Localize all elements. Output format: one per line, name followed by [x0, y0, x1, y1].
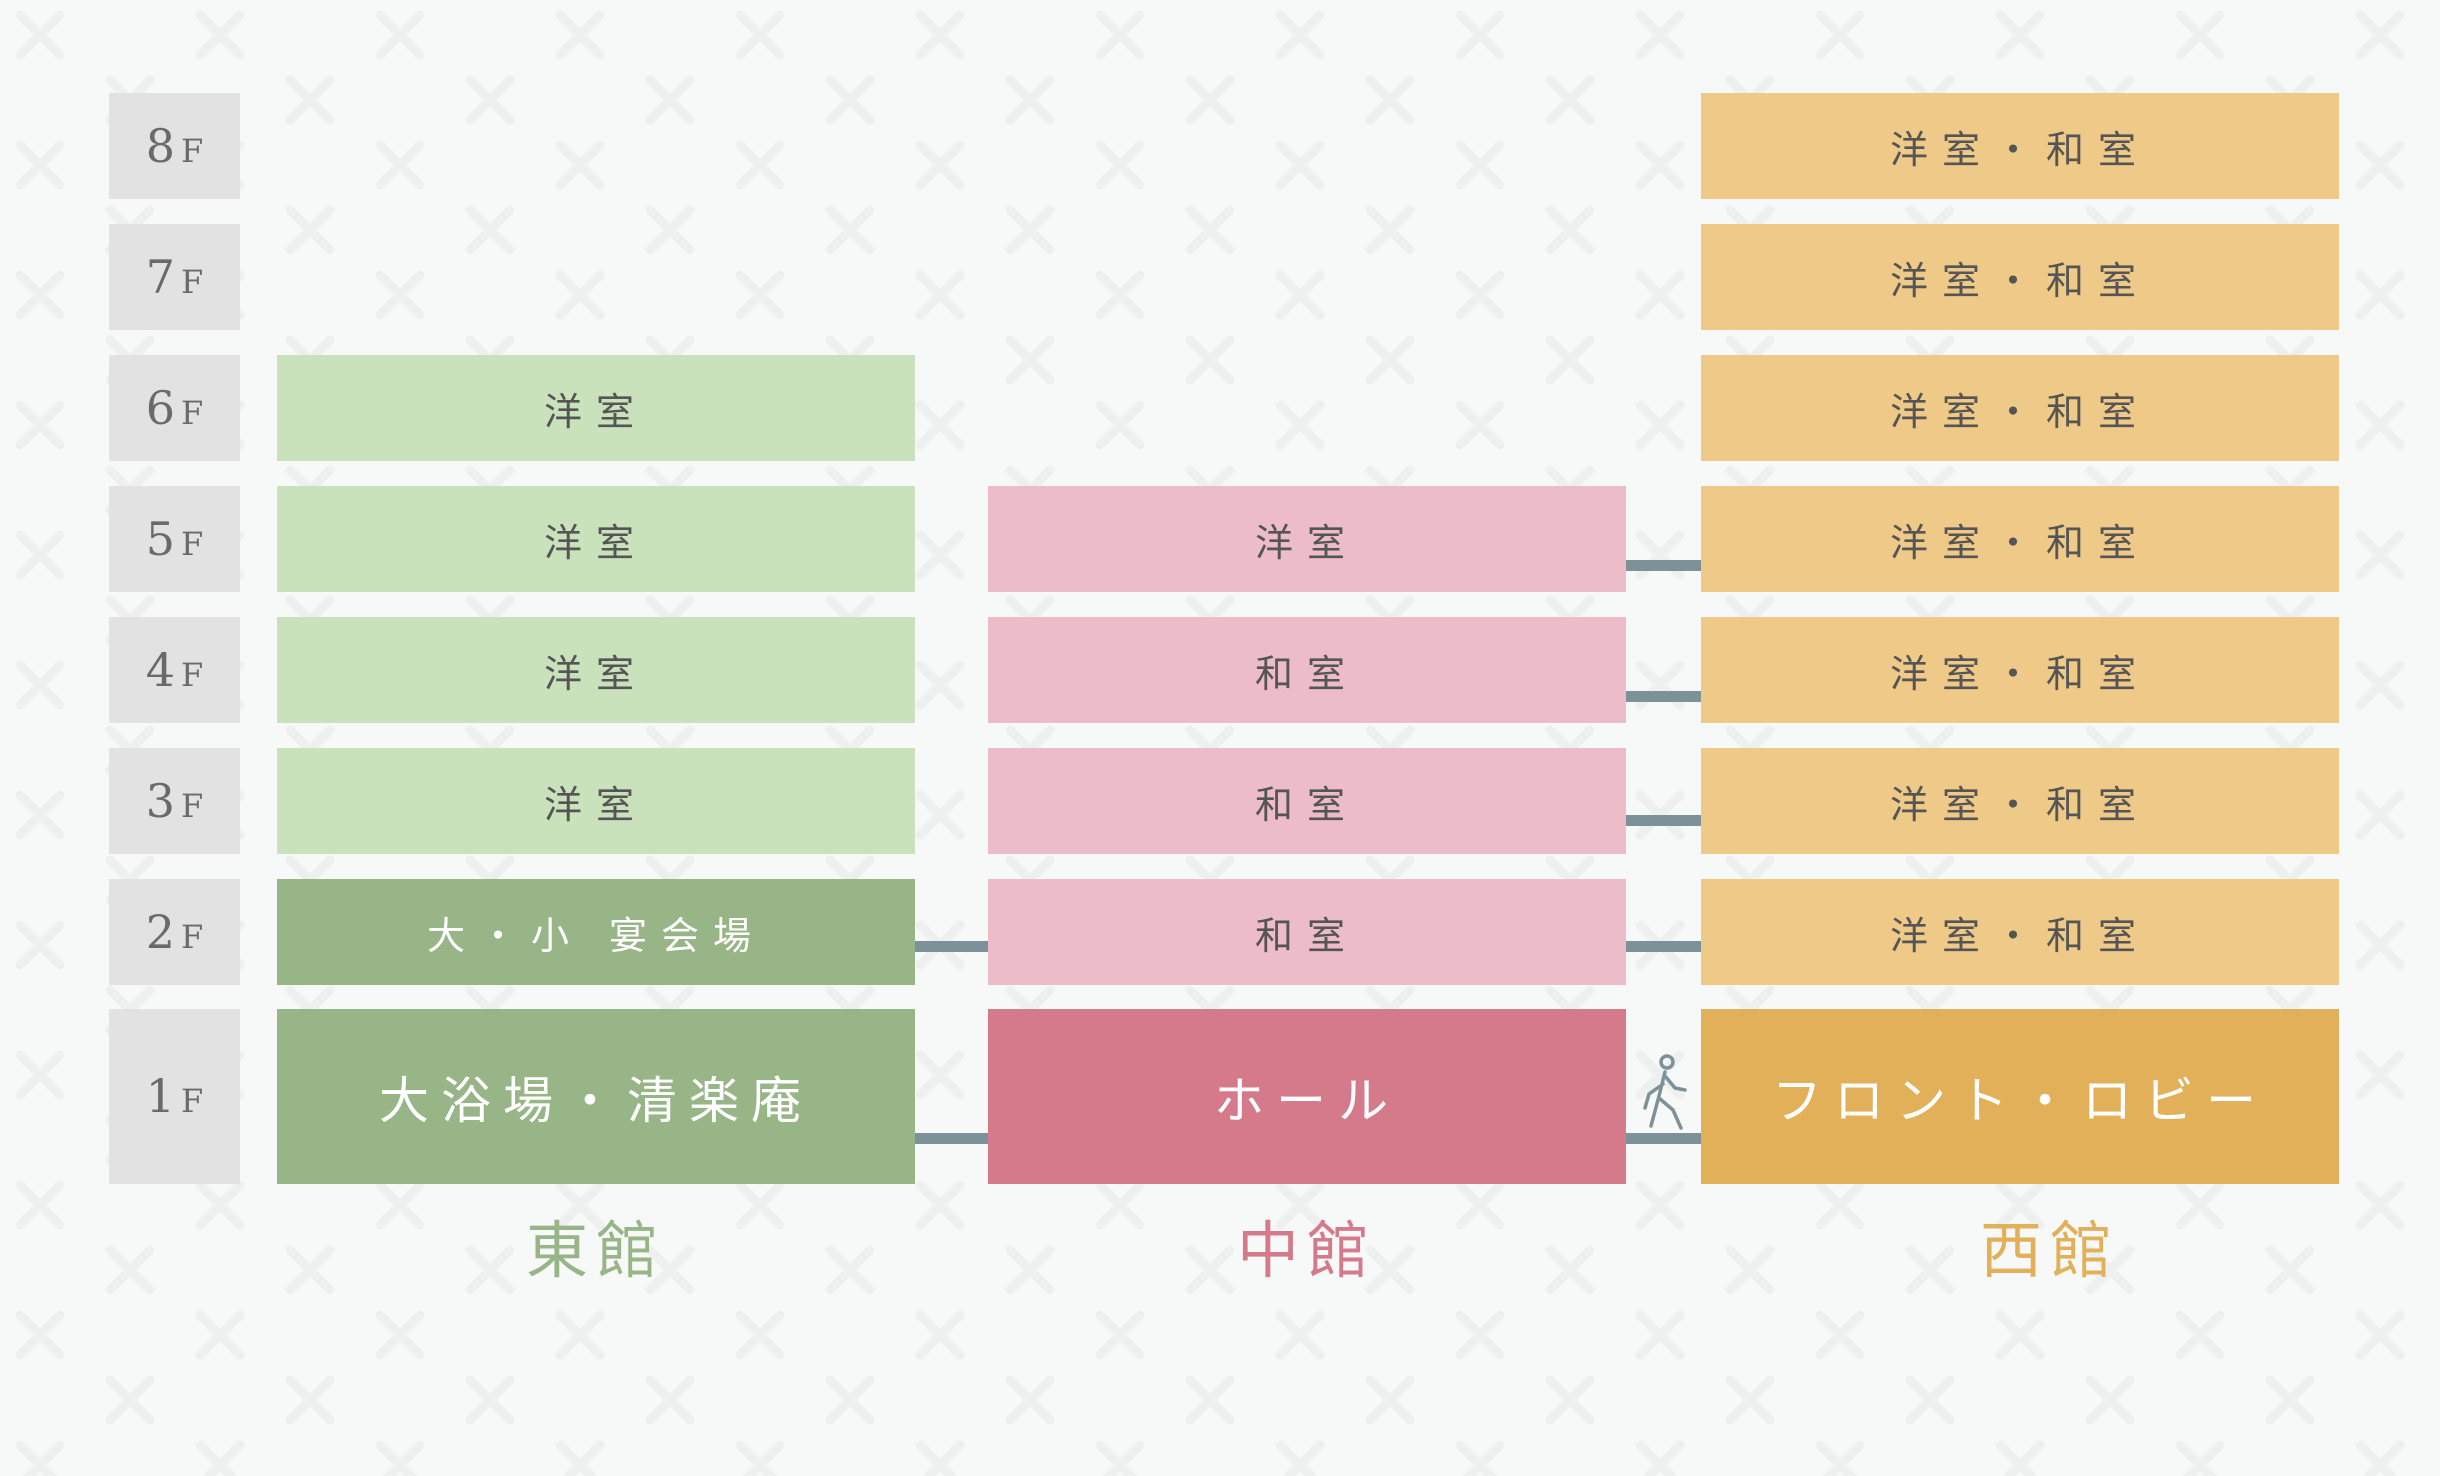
- west-building-label: 西館: [1979, 1214, 2120, 1287]
- floor-suffix: F: [181, 525, 204, 563]
- west-5f-room: 洋室・和室: [1701, 486, 2339, 592]
- floor-suffix: F: [181, 1082, 204, 1120]
- west-2f-room: 洋室・和室: [1701, 879, 2339, 985]
- middle-2f-room: 和室: [988, 879, 1626, 985]
- west-1f-lobby: フロント・ロビー: [1701, 1009, 2339, 1184]
- floor-number: 5: [145, 512, 178, 566]
- west-6f-room: 洋室・和室: [1701, 355, 2339, 461]
- walking-person-icon: [1643, 1054, 1687, 1130]
- floor-suffix: F: [181, 918, 204, 956]
- floor-suffix: F: [181, 394, 204, 432]
- east-1f-bath: 大浴場・清楽庵: [277, 1009, 915, 1184]
- connector-middle-west-4f: [1626, 691, 1701, 702]
- floor-number: 1: [145, 1069, 178, 1123]
- west-7f-room: 洋室・和室: [1701, 224, 2339, 330]
- connector-east-middle-1f: [915, 1133, 988, 1144]
- floor-number: 8: [145, 119, 178, 173]
- floor-number: 6: [145, 381, 178, 435]
- connector-middle-west-2f: [1626, 941, 1701, 952]
- floor-suffix: F: [181, 656, 204, 694]
- connector-middle-west-3f: [1626, 815, 1701, 826]
- floor-suffix: F: [181, 263, 204, 301]
- floor-number: 4: [145, 643, 178, 697]
- west-3f-room: 洋室・和室: [1701, 748, 2339, 854]
- floor-number: 2: [145, 905, 178, 959]
- connector-east-middle-2f: [915, 941, 988, 952]
- middle-4f-room: 和室: [988, 617, 1626, 723]
- floor-number: 7: [145, 250, 178, 304]
- middle-3f-room: 和室: [988, 748, 1626, 854]
- floor-suffix: F: [181, 132, 204, 170]
- middle-building-label: 中館: [1236, 1214, 1377, 1287]
- east-2f-banquet: 大・小 宴会場: [277, 879, 915, 985]
- floor-suffix: F: [181, 787, 204, 825]
- east-4f-room: 洋室: [277, 617, 915, 723]
- middle-1f-hall: ホール: [988, 1009, 1626, 1184]
- connector-middle-west-1f: [1626, 1133, 1701, 1144]
- east-6f-room: 洋室: [277, 355, 915, 461]
- west-4f-room: 洋室・和室: [1701, 617, 2339, 723]
- west-8f-room: 洋室・和室: [1701, 93, 2339, 199]
- connector-middle-west-5f: [1626, 560, 1701, 571]
- east-building-label: 東館: [525, 1214, 666, 1287]
- middle-5f-room: 洋室: [988, 486, 1626, 592]
- east-5f-room: 洋室: [277, 486, 915, 592]
- east-3f-room: 洋室: [277, 748, 915, 854]
- floor-number: 3: [145, 774, 178, 828]
